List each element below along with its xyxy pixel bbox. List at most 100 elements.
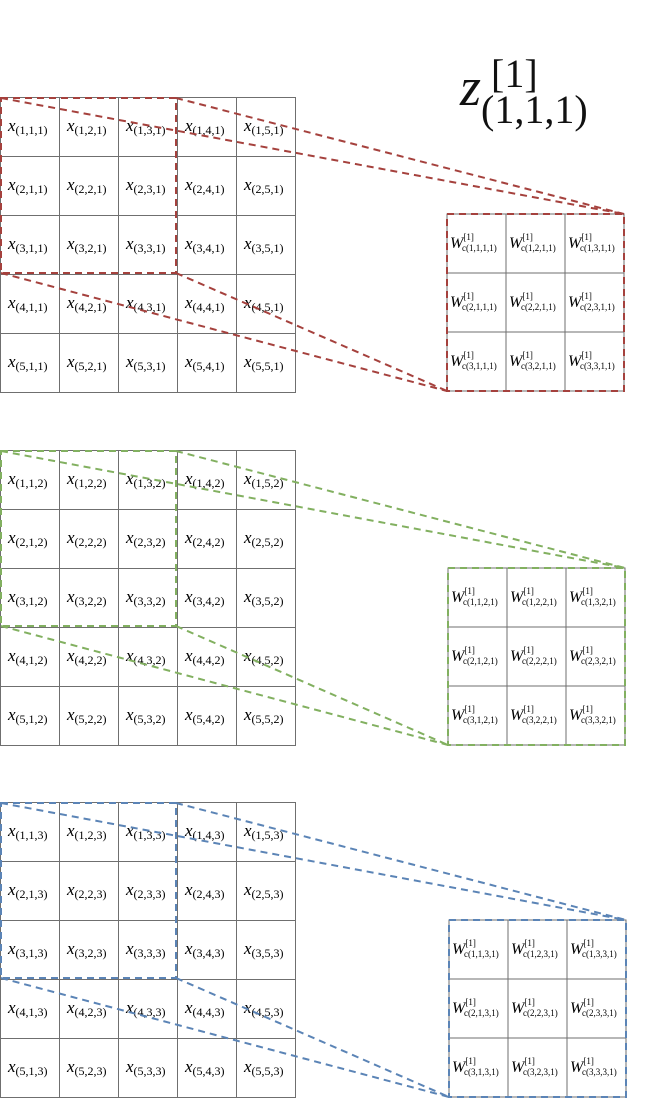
input-cell-label: x(4,2,1): [66, 293, 107, 314]
kernel-cell-label: W[1]c(3,1,3,1): [452, 1056, 499, 1077]
channel-group-3: x(1,1,3) x(1,2,3) x(1,3,3) x(1,4,3) x(1,5,3)…: [0, 802, 627, 1098]
grid-cell: [236, 1038, 296, 1098]
input-cell-label: x(3,5,2): [243, 587, 284, 608]
input-cell-label: x(3,4,2): [184, 587, 225, 608]
input-cell-label: x(1,3,2): [125, 469, 166, 490]
kernel-grid-1: W[1]c(1,1,1,1) W[1]c(1,2,1,1) W[1]c(1,3,1,…: [446, 213, 625, 392]
input-cell-label: x(5,1,2): [7, 705, 48, 726]
input-cell-label: x(2,2,3): [66, 880, 107, 901]
input-cell-label: x(2,3,3): [125, 880, 166, 901]
input-cell-label: x(5,2,3): [66, 1057, 107, 1078]
receptive-field-box: [0, 450, 177, 627]
input-cell-label: x(1,5,3): [243, 821, 284, 842]
kernel-cell-label: W[1]c(3,3,2,1): [569, 704, 616, 725]
kernel-cell-label: W[1]c(3,2,3,1): [511, 1056, 558, 1077]
input-cell-label: x(5,4,3): [184, 1057, 225, 1078]
input-cell-label: x(5,2,1): [66, 352, 107, 373]
kernel-cell-label: W[1]c(1,1,3,1): [452, 938, 499, 959]
input-cell-label: x(3,2,1): [66, 234, 107, 255]
receptive-field-box: [0, 97, 177, 274]
input-cell-label: x(2,1,1): [7, 175, 48, 196]
input-cell-label: x(4,1,2): [7, 646, 48, 667]
kernel-dashed-border: [448, 919, 627, 1098]
input-cell-label: x(3,4,3): [184, 939, 225, 960]
projection-line-bottom: [0, 625, 449, 746]
input-cell-label: x(1,4,3): [184, 821, 225, 842]
kernel-cell-label: W[1]c(2,3,3,1): [570, 997, 617, 1018]
kernel-cell-label: W[1]c(2,3,1,1): [568, 291, 615, 312]
grid-cell: [236, 686, 296, 746]
kernel-cell-label: W[1]c(3,2,2,1): [510, 704, 557, 725]
output-title: z [1] (1,1,1): [455, 50, 605, 140]
input-grid-2: x(1,1,2)x(1,2,2)x(1,3,2)x(1,4,2)x(1,5,2)…: [0, 450, 296, 746]
input-cell-label: x(1,1,3): [7, 821, 48, 842]
output-subscript: (1,1,1): [481, 87, 588, 132]
input-cell-label: x(2,4,1): [184, 175, 225, 196]
input-cell-label: x(1,2,3): [66, 821, 107, 842]
projection-line-bottom-inner: [175, 625, 449, 746]
kernel-cell-label: W[1]c(2,1,1,1): [450, 291, 497, 312]
projection-line-top-inner: [175, 450, 626, 569]
kernel-cell-label: W[1]c(2,1,3,1): [452, 997, 499, 1018]
projection-line-bottom: [0, 272, 448, 392]
input-cell-label: x(2,5,3): [243, 880, 284, 901]
kernel-cell-label: W[1]c(3,1,1,1): [450, 350, 497, 371]
input-cell-label: x(1,4,1): [184, 116, 225, 137]
input-cell-label: x(1,2,1): [66, 116, 107, 137]
input-cell-label: x(2,2,1): [66, 175, 107, 196]
input-cell-label: x(1,1,2): [7, 469, 48, 490]
input-cell-label: x(5,3,2): [125, 705, 166, 726]
input-cell-label: x(4,1,1): [7, 293, 48, 314]
input-cell-label: x(4,5,3): [243, 998, 284, 1019]
kernel-cell-label: W[1]c(1,1,1,1): [450, 232, 497, 253]
input-grid-3: x(1,1,3) x(1,2,3) x(1,3,3) x(1,4,3) x(1,5,3)…: [0, 802, 296, 1098]
input-cell-label: x(5,4,1): [184, 352, 225, 373]
input-cell-label: x(5,5,2): [243, 705, 284, 726]
input-cell-label: x(4,2,3): [66, 998, 107, 1019]
input-cell-label: x(1,1,1): [7, 116, 48, 137]
kernel-cell-label: W[1]c(1,2,2,1): [510, 586, 557, 607]
input-cell-label: x(3,2,3): [66, 939, 107, 960]
input-cell-label: x(5,2,2): [66, 705, 107, 726]
kernel-cell-label: W[1]c(1,3,1,1): [568, 232, 615, 253]
kernel-cell-label: W[1]c(1,2,1,1): [509, 232, 556, 253]
input-cell-label: x(5,4,2): [184, 705, 225, 726]
input-cell-label: x(3,1,1): [7, 234, 48, 255]
input-cell-label: x(4,2,2): [66, 646, 107, 667]
kernel-grid-3: W[1]c(1,1,3,1) W[1]c(1,2,3,1) W[1]c(1,3,3,…: [448, 919, 627, 1098]
input-cell-label: x(1,4,2): [184, 469, 225, 490]
kernel-cell-label: W[1]c(1,3,3,1): [570, 938, 617, 959]
kernel-cell-label: W[1]c(1,2,3,1): [511, 938, 558, 959]
input-cell-label: x(2,3,2): [125, 528, 166, 549]
input-cell-label: x(2,3,1): [125, 175, 166, 196]
kernel-cell-label: W[1]c(2,1,2,1): [451, 645, 498, 666]
input-cell-label: x(3,5,1): [243, 234, 284, 255]
kernel-cell-label: W[1]c(3,1,2,1): [451, 704, 498, 725]
kernel-cell-label: W[1]c(3,3,1,1): [568, 350, 615, 371]
output-superscript: [1]: [491, 51, 538, 96]
input-cell-label: x(4,5,2): [243, 646, 284, 667]
input-cell-label: x(5,3,3): [125, 1057, 166, 1078]
projection-line-bottom-inner: [175, 977, 450, 1098]
projection-line-top-inner: [175, 802, 627, 921]
input-cell-label: x(3,5,3): [243, 939, 284, 960]
channel-group-1: x(1,1,1)x(1,2,1)x(1,3,1)x(1,4,1)x(1,5,1)…: [0, 97, 625, 393]
input-cell-label: x(3,3,1): [125, 234, 166, 255]
kernel-dashed-border: [446, 213, 625, 392]
input-cell-label: x(1,3,3): [125, 821, 166, 842]
kernel-dashed-border: [447, 567, 626, 746]
input-cell-label: x(4,5,1): [243, 293, 284, 314]
input-cell-label: x(1,5,1): [243, 116, 284, 137]
input-cell-label: x(3,1,3): [7, 939, 48, 960]
kernel-cell-label: W[1]c(2,2,2,1): [510, 645, 557, 666]
projection-line-bottom-inner: [175, 272, 448, 392]
kernel-grid-2: W[1]c(1,1,2,1)W[1]c(1,2,2,1)W[1]c(1,3,2,…: [447, 567, 626, 746]
input-cell-label: x(3,3,3): [125, 939, 166, 960]
input-cell-label: x(5,3,1): [125, 352, 166, 373]
receptive-field-box: [0, 802, 177, 979]
input-cell-label: x(5,1,1): [7, 352, 48, 373]
input-cell-label: x(3,1,2): [7, 587, 48, 608]
kernel-cell-label: W[1]c(3,3,3,1): [570, 1056, 617, 1077]
input-cell-label: x(1,5,2): [243, 469, 284, 490]
